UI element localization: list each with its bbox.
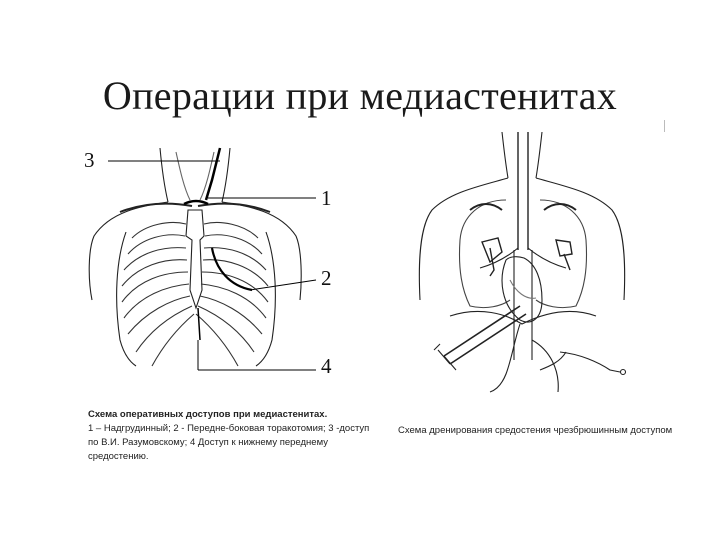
label-1: 1 — [321, 186, 332, 211]
mediastinum-drainage-diagram-icon — [410, 130, 635, 395]
divider-mark — [664, 120, 665, 132]
left-caption: Схема оперативных доступов при медиастен… — [88, 408, 378, 464]
left-caption-body: 1 – Надгрудинный; 2 - Передне-боковая то… — [88, 423, 369, 462]
chest-ribcage-diagram-icon — [80, 140, 340, 390]
label-4: 4 — [321, 354, 332, 379]
label-2: 2 — [321, 266, 332, 291]
right-caption: Схема дренирования средостения чрезбрюши… — [398, 424, 698, 438]
slide-title: Операции при медиастенитах — [0, 72, 720, 119]
left-caption-title: Схема оперативных доступов при медиастен… — [88, 409, 327, 420]
label-3: 3 — [84, 148, 95, 173]
